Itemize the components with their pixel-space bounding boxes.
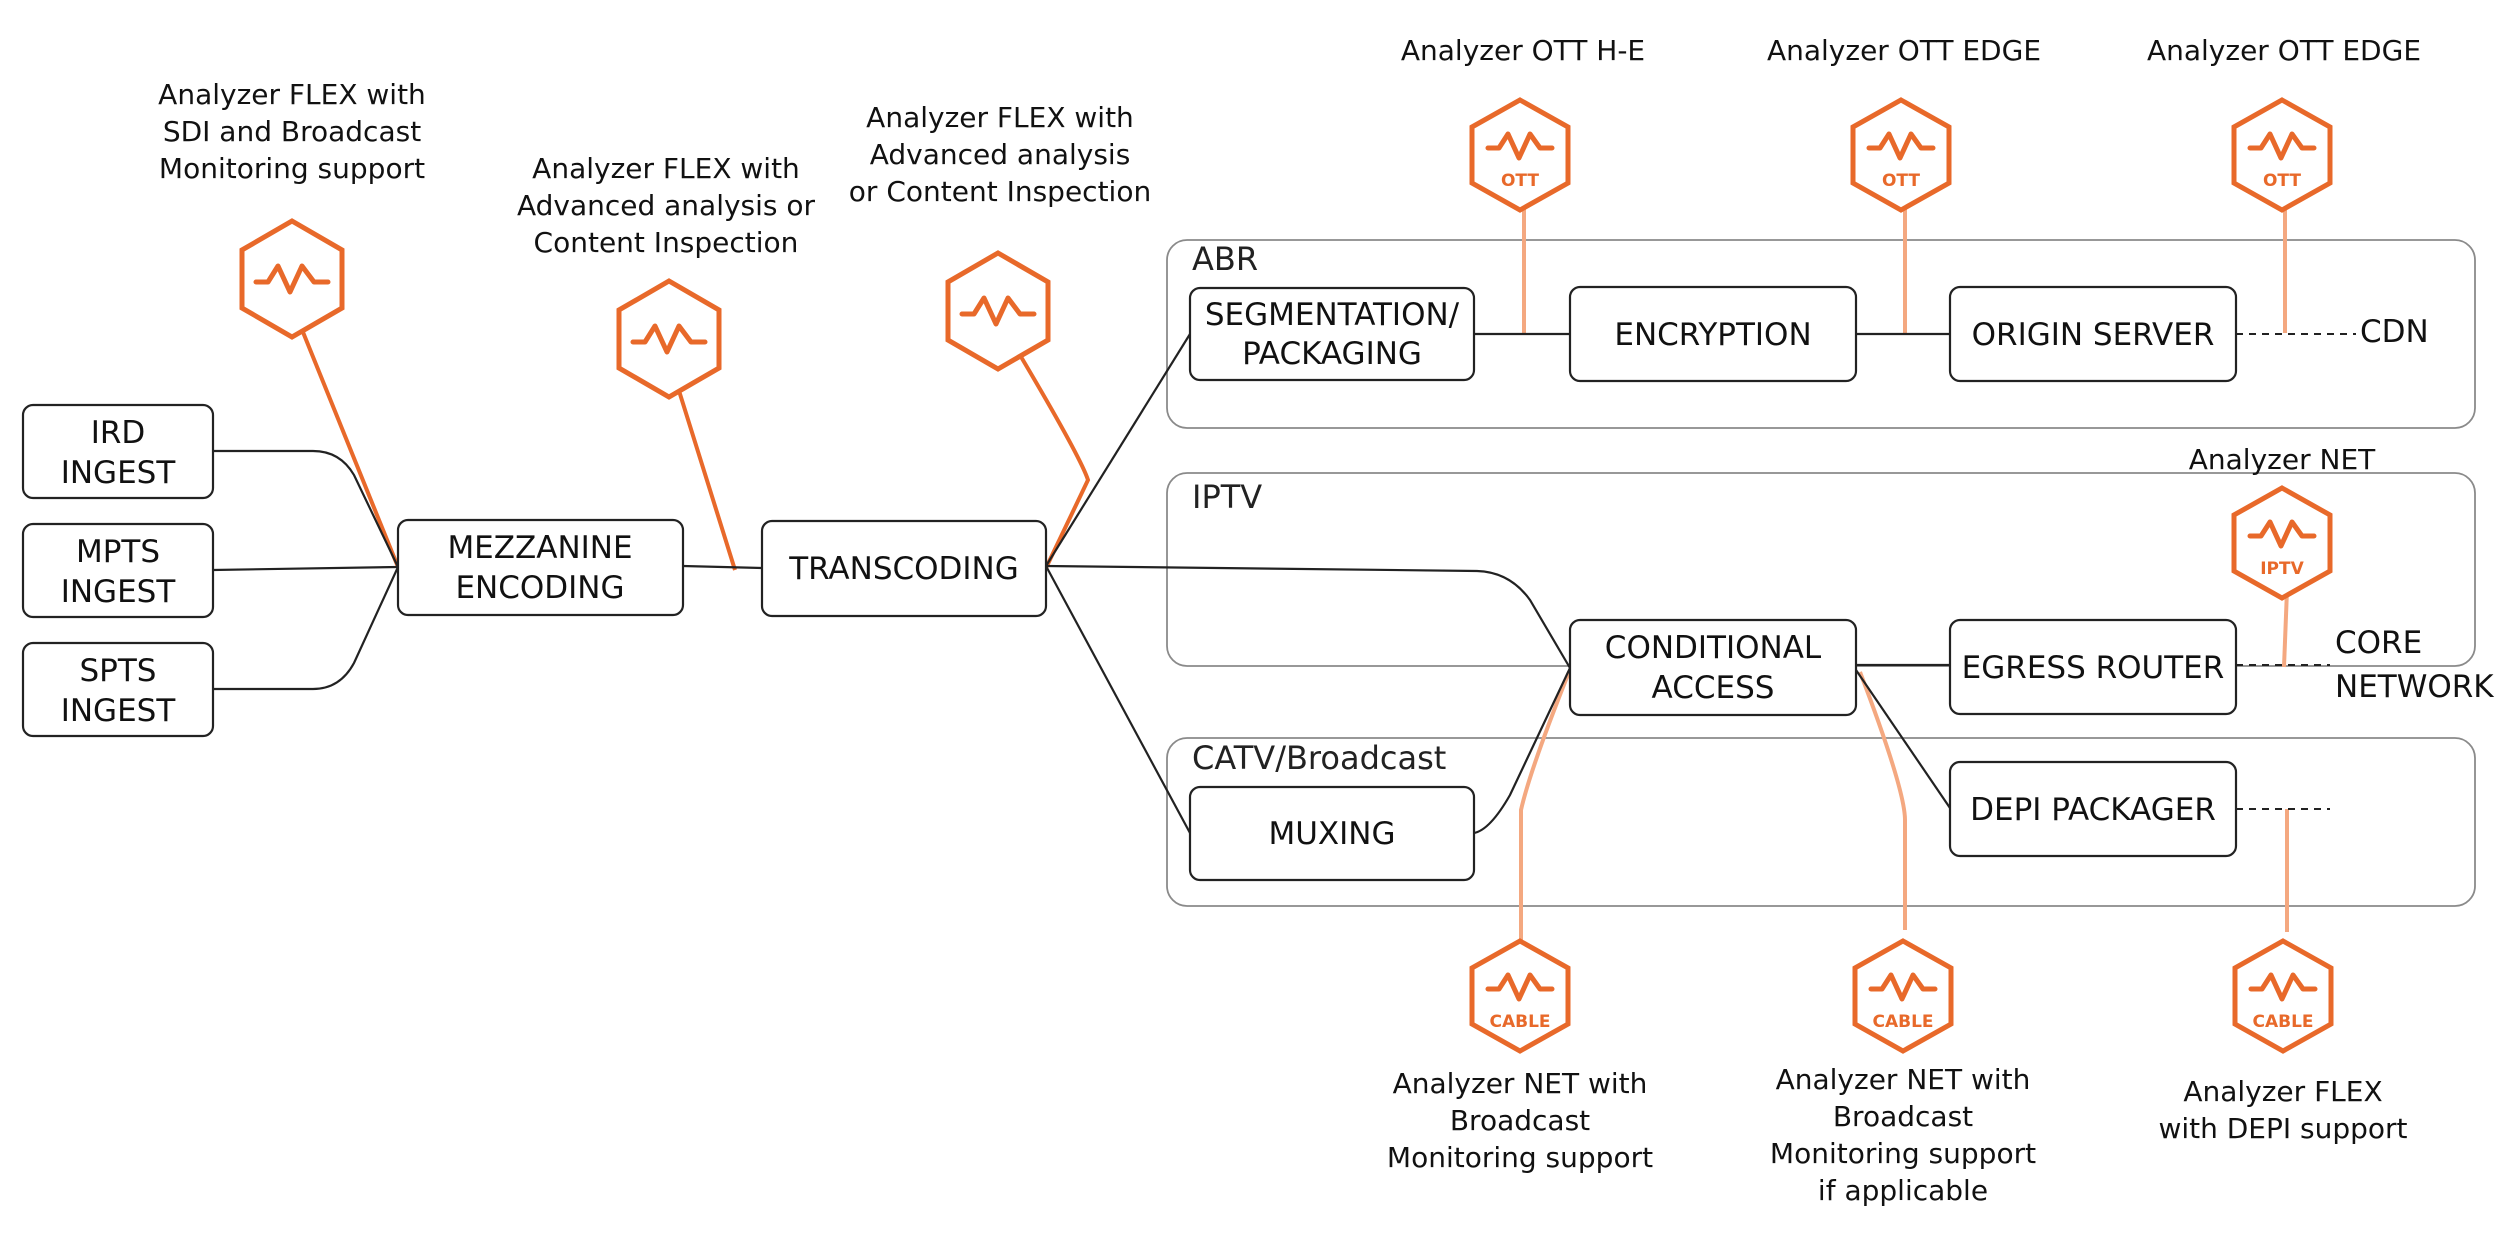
svg-text:Analyzer FLEX with: Analyzer FLEX with bbox=[532, 152, 800, 185]
svg-text:ORIGIN SERVER: ORIGIN SERVER bbox=[1972, 317, 2215, 353]
probe-line-flex-sdi bbox=[288, 299, 400, 568]
svg-text:MUXING: MUXING bbox=[1268, 816, 1395, 852]
svg-text:OTT: OTT bbox=[2263, 171, 2301, 191]
ott-waveform-icon: OTT bbox=[1850, 97, 1952, 213]
svg-text:Advanced analysis or: Advanced analysis or bbox=[517, 189, 816, 222]
svg-text:MEZZANINE: MEZZANINE bbox=[447, 530, 632, 566]
flow-connectors bbox=[212, 332, 2356, 835]
svg-text:Monitoring support: Monitoring support bbox=[159, 152, 425, 185]
svg-text:with DEPI support: with DEPI support bbox=[2158, 1112, 2407, 1145]
probe-ott-edge-1: OTT Analyzer OTT EDGE bbox=[1767, 34, 2041, 213]
svg-text:Analyzer NET with: Analyzer NET with bbox=[1776, 1063, 2031, 1096]
svg-text:Monitoring support: Monitoring support bbox=[1770, 1137, 2036, 1170]
probe-net-cable-1: CABLE Analyzer NET with Broadcast Monito… bbox=[1387, 938, 1653, 1174]
abr-group-label: ABR bbox=[1192, 240, 1258, 278]
node-muxing: MUXING bbox=[1188, 785, 1476, 882]
catv-group-label: CATV/Broadcast bbox=[1192, 739, 1446, 777]
node-depi-packager: DEPI PACKAGER bbox=[1948, 760, 2238, 858]
core-network-label-line2: NETWORK bbox=[2335, 669, 2494, 705]
core-network-label-line1: CORE bbox=[2335, 625, 2422, 661]
node-mezzanine-encoding: MEZZANINE ENCODING bbox=[396, 518, 685, 617]
probe-connectors bbox=[288, 200, 2289, 945]
svg-text:INGEST: INGEST bbox=[61, 693, 177, 729]
svg-text:OTT: OTT bbox=[1501, 171, 1539, 191]
waveform-icon bbox=[616, 278, 722, 400]
node-egress-router: EGRESS ROUTER bbox=[1948, 618, 2238, 716]
ott-waveform-icon: OTT bbox=[2231, 97, 2333, 213]
probe-flex-mezzanine: Analyzer FLEX with Advanced analysis or … bbox=[517, 152, 816, 400]
svg-text:IPTV: IPTV bbox=[2260, 559, 2304, 579]
svg-text:CABLE: CABLE bbox=[1872, 1012, 1933, 1032]
svg-text:Broadcast: Broadcast bbox=[1833, 1100, 1973, 1133]
svg-text:Analyzer NET with: Analyzer NET with bbox=[1393, 1067, 1648, 1100]
svg-text:DEPI PACKAGER: DEPI PACKAGER bbox=[1970, 792, 2216, 828]
node-mpts-ingest: MPTS INGEST bbox=[21, 522, 215, 619]
node-transcoding: TRANSCODING bbox=[760, 519, 1048, 618]
svg-text:CONDITIONAL: CONDITIONAL bbox=[1605, 630, 1822, 666]
waveform-icon bbox=[239, 218, 345, 340]
svg-text:INGEST: INGEST bbox=[61, 574, 177, 610]
svg-text:Analyzer OTT H-E: Analyzer OTT H-E bbox=[1401, 34, 1645, 67]
svg-text:OTT: OTT bbox=[1882, 171, 1920, 191]
svg-text:EGRESS ROUTER: EGRESS ROUTER bbox=[1962, 650, 2225, 686]
node-ird-ingest: IRD INGEST bbox=[21, 403, 215, 500]
ott-waveform-icon: OTT bbox=[1469, 97, 1571, 213]
svg-text:ACCESS: ACCESS bbox=[1652, 670, 1775, 706]
svg-text:ENCODING: ENCODING bbox=[455, 570, 624, 606]
iptv-group-label: IPTV bbox=[1192, 478, 1262, 516]
svg-text:MPTS: MPTS bbox=[76, 534, 160, 570]
node-spts-ingest: SPTS INGEST bbox=[21, 641, 215, 738]
svg-text:Analyzer FLEX with: Analyzer FLEX with bbox=[158, 78, 426, 111]
probe-flex-depi: CABLE Analyzer FLEX with DEPI support bbox=[2158, 938, 2408, 1145]
svg-text:SPTS: SPTS bbox=[80, 653, 157, 689]
node-encryption: ENCRYPTION bbox=[1568, 285, 1858, 383]
probe-line-flex-mezz bbox=[668, 361, 737, 571]
svg-text:CABLE: CABLE bbox=[1489, 1012, 1550, 1032]
probe-ott-he: OTT Analyzer OTT H-E bbox=[1401, 34, 1645, 213]
svg-text:INGEST: INGEST bbox=[61, 455, 177, 491]
svg-text:Analyzer FLEX with: Analyzer FLEX with bbox=[866, 101, 1134, 134]
probe-flex-sdi: Analyzer FLEX with SDI and Broadcast Mon… bbox=[158, 78, 426, 340]
svg-text:TRANSCODING: TRANSCODING bbox=[788, 551, 1019, 587]
probe-line-net-iptv bbox=[2282, 589, 2289, 668]
svg-text:Analyzer FLEX: Analyzer FLEX bbox=[2183, 1075, 2382, 1108]
catv-group-box bbox=[1166, 737, 2476, 907]
node-segmentation-packaging: SEGMENTATION/ PACKAGING bbox=[1188, 286, 1476, 382]
probe-net-cable-2: CABLE Analyzer NET with Broadcast Monito… bbox=[1770, 938, 2036, 1207]
svg-text:Advanced analysis: Advanced analysis bbox=[870, 138, 1131, 171]
abr-group-box bbox=[1166, 239, 2476, 429]
cable-waveform-icon: CABLE bbox=[2232, 938, 2334, 1054]
probe-line-net-cable2 bbox=[1858, 671, 1907, 930]
svg-text:Analyzer OTT EDGE: Analyzer OTT EDGE bbox=[1767, 34, 2041, 67]
probe-flex-transcoding: Analyzer FLEX with Advanced analysis or … bbox=[849, 101, 1151, 372]
svg-text:Content Inspection: Content Inspection bbox=[534, 226, 799, 259]
svg-text:IRD: IRD bbox=[91, 415, 146, 451]
cable-waveform-icon: CABLE bbox=[1469, 938, 1571, 1054]
node-conditional-access: CONDITIONAL ACCESS bbox=[1568, 618, 1858, 717]
svg-text:if applicable: if applicable bbox=[1818, 1174, 1988, 1207]
probe-net-iptv: IPTV Analyzer NET bbox=[2189, 443, 2376, 601]
cable-waveform-icon: CABLE bbox=[1852, 938, 1954, 1054]
cdn-label: CDN bbox=[2360, 314, 2429, 350]
svg-text:SEGMENTATION/: SEGMENTATION/ bbox=[1205, 297, 1460, 333]
svg-text:CABLE: CABLE bbox=[2252, 1012, 2313, 1032]
svg-text:Broadcast: Broadcast bbox=[1450, 1104, 1590, 1137]
node-origin-server: ORIGIN SERVER bbox=[1948, 285, 2238, 383]
waveform-icon bbox=[945, 250, 1051, 372]
svg-text:ENCRYPTION: ENCRYPTION bbox=[1614, 317, 1811, 353]
svg-text:SDI and Broadcast: SDI and Broadcast bbox=[163, 115, 421, 148]
probe-ott-edge-2: OTT Analyzer OTT EDGE bbox=[2147, 34, 2421, 213]
iptv-waveform-icon: IPTV bbox=[2231, 485, 2333, 601]
probe-line-net-cable1 bbox=[1519, 671, 1571, 945]
svg-text:or Content Inspection: or Content Inspection bbox=[849, 175, 1151, 208]
svg-text:Analyzer NET: Analyzer NET bbox=[2189, 443, 2376, 476]
svg-text:Analyzer OTT EDGE: Analyzer OTT EDGE bbox=[2147, 34, 2421, 67]
probe-line-flex-trans bbox=[1003, 328, 1091, 571]
svg-text:Monitoring support: Monitoring support bbox=[1387, 1141, 1653, 1174]
svg-text:PACKAGING: PACKAGING bbox=[1242, 336, 1422, 372]
